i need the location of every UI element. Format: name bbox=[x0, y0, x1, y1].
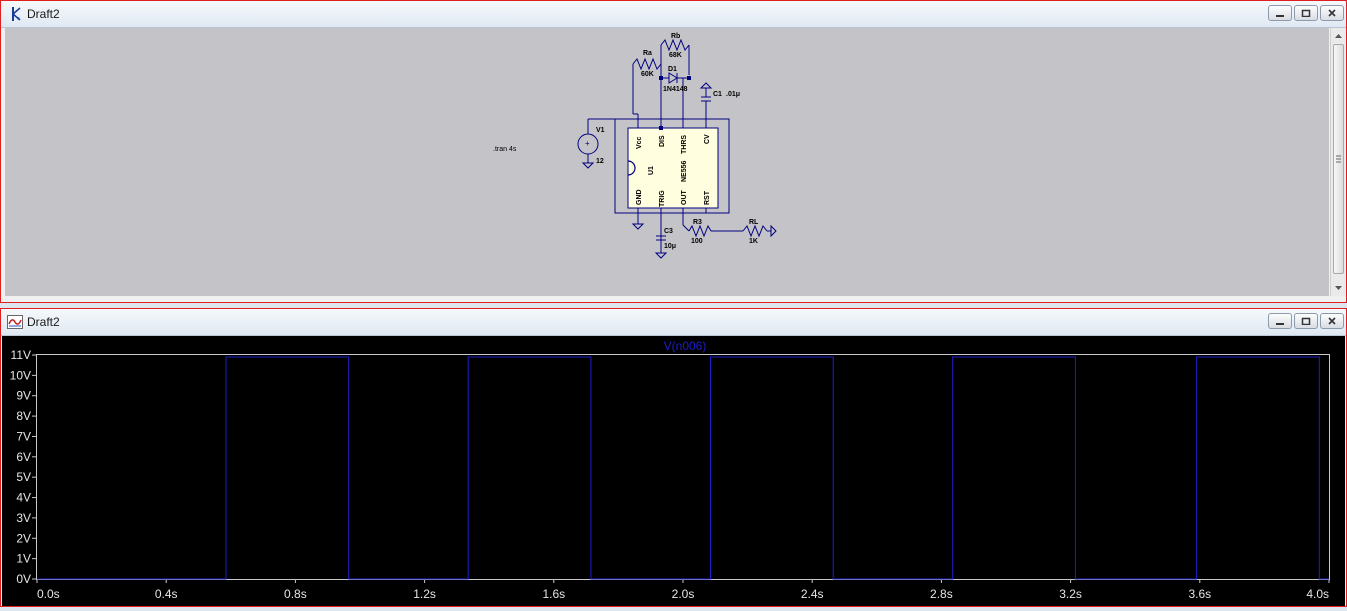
c1-value: .01μ bbox=[726, 91, 740, 98]
ground-rl bbox=[770, 224, 777, 238]
r3-label: R3 bbox=[693, 219, 702, 226]
restore-icon bbox=[1301, 9, 1311, 17]
pin-out: OUT bbox=[681, 190, 688, 206]
schematic-titlebar[interactable]: Draft2 bbox=[1, 1, 1346, 28]
schematic-icon bbox=[12, 7, 21, 21]
restore-button[interactable] bbox=[1294, 5, 1318, 21]
ra-label: Ra bbox=[643, 50, 652, 57]
resistor-r3[interactable] bbox=[688, 224, 712, 238]
waveform-icon bbox=[7, 315, 23, 329]
v1-label: V1 bbox=[596, 127, 605, 134]
ground-ic bbox=[631, 223, 645, 230]
close-button[interactable] bbox=[1320, 5, 1344, 21]
plot-window[interactable]: Draft2 V(n006) 0V 1V 2V 3V 4V 5V 6V 7V 8V 9V 10V 11… bbox=[0, 308, 1347, 607]
y-tick-label: 8V bbox=[16, 409, 31, 423]
u1-label: U1 bbox=[648, 166, 655, 175]
x-tick-label: 2.0s bbox=[672, 587, 695, 601]
ground-c1 bbox=[699, 82, 713, 89]
minimize-icon bbox=[1276, 323, 1284, 325]
plot-frame bbox=[36, 354, 1330, 580]
plot-title: Draft2 bbox=[27, 315, 60, 329]
x-tick-label: 3.2s bbox=[1059, 587, 1082, 601]
plot-canvas[interactable]: V(n006) 0V 1V 2V 3V 4V 5V 6V 7V 8V 9V 10V 11V 0.0s 0… bbox=[2, 336, 1345, 606]
diode-d1[interactable] bbox=[668, 72, 678, 84]
arrow-up-icon bbox=[1335, 34, 1342, 38]
part-label: NE556 bbox=[681, 160, 688, 182]
close-icon bbox=[1328, 317, 1336, 325]
y-tick-label: 1V bbox=[16, 552, 31, 566]
plot-minimize-button[interactable] bbox=[1268, 313, 1292, 329]
ground-c3 bbox=[654, 252, 668, 259]
plot-restore-button[interactable] bbox=[1294, 313, 1318, 329]
pin-dis: DIS bbox=[659, 135, 666, 147]
schematic-window[interactable]: Draft2 bbox=[0, 0, 1347, 303]
rb-label: Rb bbox=[671, 33, 680, 40]
restore-icon bbox=[1301, 317, 1311, 325]
resistor-rl[interactable] bbox=[742, 224, 768, 238]
y-tick-label: 7V bbox=[16, 429, 31, 443]
y-tick-label: 0V bbox=[16, 572, 31, 586]
schematic-vertical-scrollbar[interactable] bbox=[1330, 28, 1346, 296]
y-tick-label: 4V bbox=[16, 491, 31, 505]
c1-label: C1 bbox=[713, 91, 722, 98]
c3-label: C3 bbox=[664, 228, 673, 235]
rb-value: 68K bbox=[669, 52, 682, 59]
y-tick-label: 10V bbox=[10, 368, 31, 382]
scroll-down-button[interactable] bbox=[1331, 281, 1346, 295]
arrow-down-icon bbox=[1335, 286, 1342, 290]
v1-value: 12 bbox=[596, 158, 604, 165]
plot-titlebar[interactable]: Draft2 bbox=[1, 309, 1346, 336]
sim-directive[interactable]: .tran 4s bbox=[493, 146, 517, 153]
pin-thrs: THRS bbox=[681, 135, 688, 154]
minimize-button[interactable] bbox=[1268, 5, 1292, 21]
d1-value: 1N4148 bbox=[663, 86, 688, 93]
x-tick-label: 0.0s bbox=[37, 587, 60, 601]
schematic-canvas[interactable]: + Rb 68K Ra 60K D1 1N4148 C1 .01μ V1 12 … bbox=[5, 28, 1329, 296]
resistor-rb[interactable] bbox=[660, 38, 690, 52]
pin-vcc: Vcc bbox=[636, 136, 643, 149]
ra-value: 60K bbox=[641, 71, 654, 78]
y-tick-label: 6V bbox=[16, 450, 31, 464]
y-tick-label: 9V bbox=[16, 389, 31, 403]
pin-rst: RST bbox=[704, 190, 711, 205]
svg-text:+: + bbox=[585, 139, 590, 148]
close-icon bbox=[1328, 9, 1336, 17]
y-tick-label: 3V bbox=[16, 511, 31, 525]
y-tick-label: 5V bbox=[16, 470, 31, 484]
trace-name[interactable]: V(n006) bbox=[664, 339, 707, 353]
scroll-thumb[interactable] bbox=[1333, 44, 1344, 274]
waveform-plot[interactable]: V(n006) 0V 1V 2V 3V 4V 5V 6V 7V 8V 9V 10V 11V 0.0s 0… bbox=[2, 336, 1345, 606]
y-tick-label: 2V bbox=[16, 531, 31, 545]
x-tick-label: 0.4s bbox=[155, 587, 178, 601]
minimize-icon bbox=[1276, 15, 1284, 17]
grip-icon bbox=[1336, 155, 1341, 163]
x-tick-label: 1.6s bbox=[542, 587, 565, 601]
schematic-title: Draft2 bbox=[27, 7, 60, 21]
y-tick-label: 11V bbox=[11, 348, 31, 362]
trace-v-n006[interactable] bbox=[37, 356, 1329, 580]
x-tick-label: 3.6s bbox=[1188, 587, 1211, 601]
plot-close-button[interactable] bbox=[1320, 313, 1344, 329]
scroll-up-button[interactable] bbox=[1331, 29, 1346, 43]
resistor-ra[interactable] bbox=[632, 57, 662, 71]
pin-gnd: GND bbox=[636, 189, 643, 205]
r3-value: 100 bbox=[691, 238, 703, 245]
ic-u1[interactable] bbox=[627, 127, 719, 209]
x-tick-label: 2.4s bbox=[801, 587, 824, 601]
rl-label: RL bbox=[749, 219, 759, 226]
d1-label: D1 bbox=[668, 66, 677, 73]
rl-value: 1K bbox=[749, 238, 758, 245]
pin-cv: CV bbox=[704, 134, 711, 144]
x-tick-label: 0.8s bbox=[284, 587, 307, 601]
pin-trig: TRIG bbox=[659, 190, 666, 207]
x-tick-label: 4.0s bbox=[1306, 587, 1329, 601]
x-tick-label: 1.2s bbox=[413, 587, 436, 601]
ground-v1 bbox=[581, 162, 595, 169]
c3-value: 10μ bbox=[664, 243, 676, 250]
x-tick-label: 2.8s bbox=[930, 587, 953, 601]
